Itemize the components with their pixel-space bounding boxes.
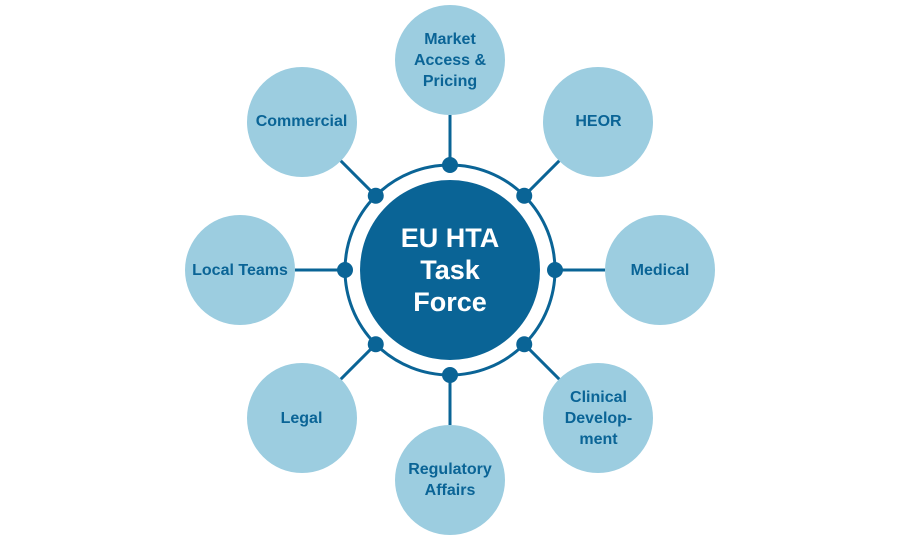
node-label: Market Access & Pricing (413, 30, 487, 90)
connector-dot (337, 262, 353, 278)
connector-dot (547, 262, 563, 278)
connector-line (339, 159, 377, 197)
satellite-node: Medical (605, 215, 715, 325)
node-label: Commercial (255, 113, 348, 130)
node-label: Local Teams (192, 261, 288, 279)
node-label: Legal (280, 409, 323, 427)
connector-line (339, 343, 377, 381)
satellite-node: Clinical Develop-ment (543, 363, 654, 474)
node-label: Regulatory Affairs (408, 461, 492, 499)
satellite-node: Market Access & Pricing (395, 5, 505, 115)
node-label: Medical (630, 261, 690, 279)
satellite-node: Legal (246, 363, 357, 474)
node-label: HEOR (575, 113, 622, 130)
connector-line (523, 343, 561, 381)
center-hub: EU HTA Task Force (360, 180, 540, 360)
satellite-node: Commercial (246, 66, 357, 177)
connector-dot (516, 336, 533, 353)
node-label: Clinical Develop-ment (564, 388, 633, 448)
connector-dot (442, 157, 458, 173)
satellite-node: Local Teams (185, 215, 295, 325)
satellite-node: Regulatory Affairs (395, 425, 505, 535)
connector-line (523, 159, 561, 197)
satellite-node: HEOR (543, 66, 654, 177)
connector-dot (367, 187, 384, 204)
connector-dot (367, 336, 384, 353)
connector-dot (516, 187, 533, 204)
center-label: EU HTA Task Force (400, 223, 500, 317)
connector-dot (442, 367, 458, 383)
